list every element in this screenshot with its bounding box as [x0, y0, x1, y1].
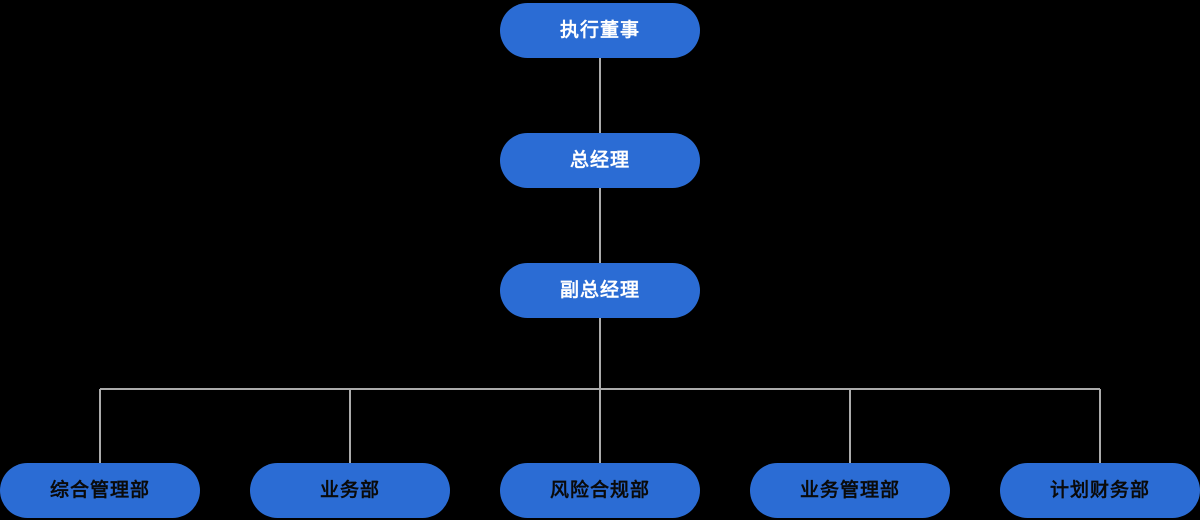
node-department-comprehensive-management[interactable]: 综合管理部 [0, 463, 200, 518]
node-department-planning-finance[interactable]: 计划财务部 [1000, 463, 1200, 518]
node-label-department-business: 业务部 [319, 479, 380, 501]
node-department-business-management[interactable]: 业务管理部 [750, 463, 950, 518]
node-label-deputy-general-manager: 副总经理 [559, 279, 640, 301]
node-deputy-general-manager[interactable]: 副总经理 [500, 263, 700, 318]
node-label-department-planning-finance: 计划财务部 [1049, 479, 1150, 501]
node-label-department-business-management: 业务管理部 [799, 479, 900, 501]
node-label-executive-director: 执行董事 [559, 19, 640, 41]
node-department-risk-compliance[interactable]: 风险合规部 [500, 463, 700, 518]
node-label-department-risk-compliance: 风险合规部 [549, 479, 650, 501]
node-department-business[interactable]: 业务部 [250, 463, 450, 518]
node-label-department-comprehensive-management: 综合管理部 [49, 479, 150, 501]
node-executive-director[interactable]: 执行董事 [500, 3, 700, 58]
node-label-general-manager: 总经理 [569, 149, 630, 171]
node-general-manager[interactable]: 总经理 [500, 133, 700, 188]
